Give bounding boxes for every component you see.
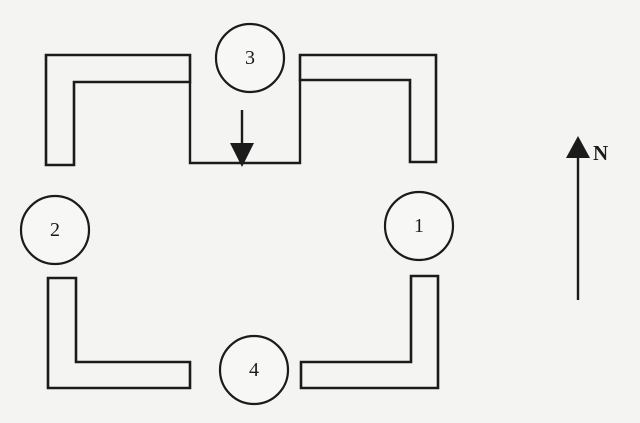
marker-1: 1 [383,190,455,262]
marker-4-label: 4 [249,359,259,381]
marker-2: 2 [19,194,91,266]
marker-1-label: 1 [414,215,424,237]
entrance-arrow-head [230,143,254,167]
north-arrow-head [566,136,590,158]
wall-bottom-left [46,276,192,390]
north-arrow: N [566,136,608,300]
north-label: N [593,141,608,165]
wall-top-right [298,53,438,164]
entrance-recess [188,80,302,165]
wall-top-left [44,53,192,167]
marker-3: 3 [214,22,286,94]
marker-3-label: 3 [245,47,255,69]
marker-2-label: 2 [50,219,60,241]
marker-4: 4 [218,334,290,406]
wall-bottom-right [299,274,440,390]
